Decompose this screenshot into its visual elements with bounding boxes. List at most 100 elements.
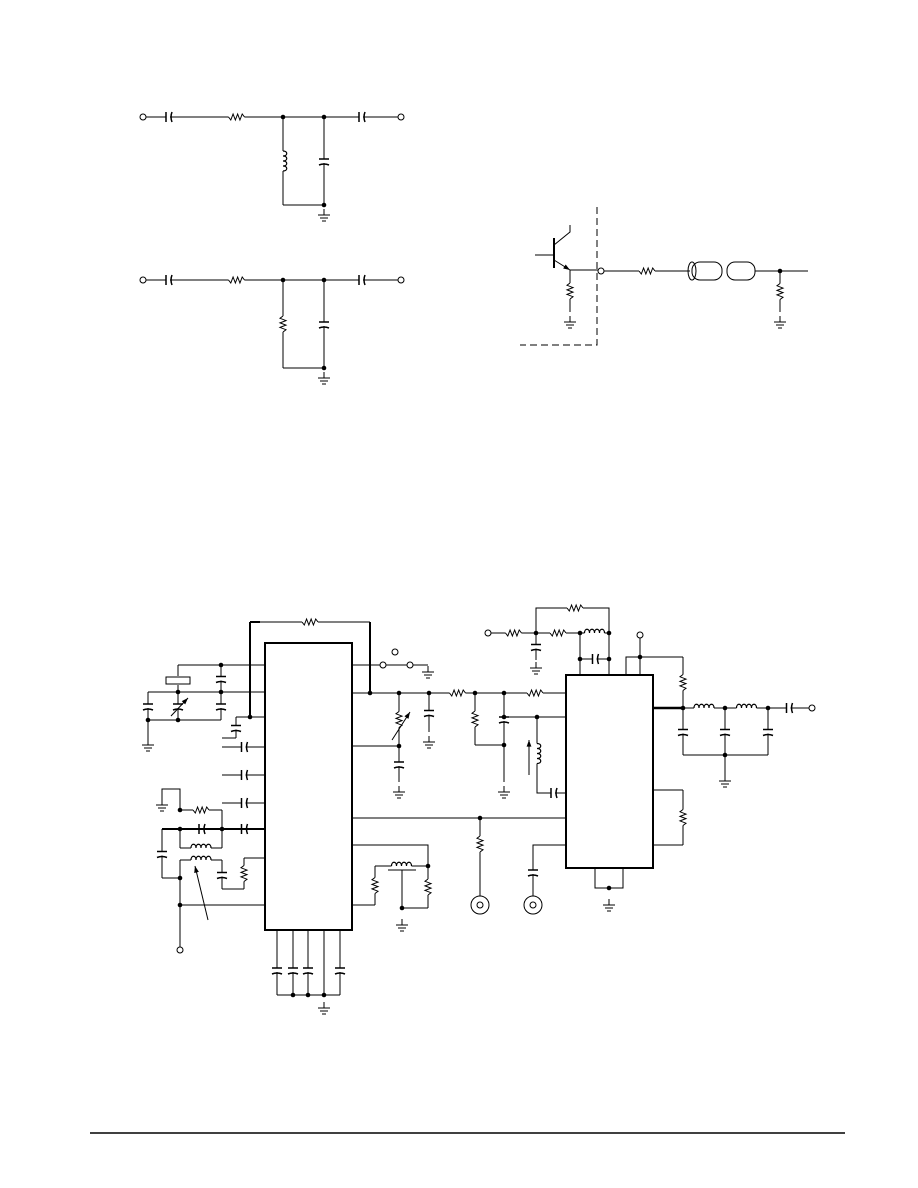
capacitor	[363, 274, 366, 286]
resistor	[678, 674, 688, 691]
capacitor	[527, 874, 539, 877]
resistor	[526, 688, 544, 698]
wire	[535, 607, 560, 633]
resistor	[394, 711, 404, 728]
inductor	[735, 703, 758, 709]
junction-dot	[367, 690, 373, 696]
ground-icon	[318, 1007, 330, 1015]
ic-block-2	[565, 674, 654, 869]
high-pass-filter-inductor-schematic	[139, 111, 405, 222]
coax-connector	[476, 901, 484, 909]
capacitor	[677, 733, 689, 737]
capacitor	[790, 702, 794, 714]
arrow-head	[526, 740, 532, 747]
resistor	[775, 283, 785, 300]
inductor	[390, 861, 413, 867]
arrow-head	[563, 264, 570, 270]
resistor	[566, 603, 584, 613]
capacitor	[230, 729, 242, 733]
terminal	[808, 704, 816, 712]
capacitor	[762, 733, 774, 737]
wire	[532, 844, 566, 860]
junction-dot	[606, 885, 612, 891]
capacitor	[393, 766, 405, 769]
wire	[553, 225, 571, 246]
adjust-arrow	[194, 865, 209, 921]
resistor	[549, 628, 567, 638]
receiver-application-schematic	[142, 603, 816, 1015]
capacitor	[156, 855, 168, 859]
terminal	[379, 661, 387, 669]
ground-icon	[498, 791, 510, 799]
capacitor	[142, 708, 154, 711]
junction-dot	[290, 992, 296, 998]
ground-icon	[396, 924, 408, 932]
terminal	[139, 113, 147, 121]
ground-icon	[423, 741, 435, 749]
terminal	[597, 267, 605, 275]
capacitor	[170, 111, 173, 123]
coax-cable	[691, 261, 723, 281]
ground-icon	[774, 321, 786, 329]
capacitor	[245, 741, 249, 753]
ground-icon	[318, 377, 330, 385]
resistor	[228, 275, 245, 285]
capacitor	[302, 972, 314, 975]
ground-icon	[156, 804, 168, 812]
resistor	[475, 835, 485, 853]
ground-icon	[719, 780, 731, 788]
resistor	[638, 266, 656, 276]
resistor	[370, 877, 380, 894]
capacitor	[363, 111, 366, 123]
terminal	[139, 276, 147, 284]
capacitor	[318, 163, 330, 166]
ground-icon	[318, 214, 330, 222]
capacitor	[216, 876, 228, 880]
ground-icon	[530, 667, 542, 675]
terminal	[397, 113, 405, 121]
wire	[625, 656, 683, 675]
resistor	[301, 617, 319, 627]
high-pass-filter-resistor-schematic	[139, 274, 405, 385]
capacitor	[170, 274, 173, 286]
capacitor	[530, 648, 542, 652]
capacitor	[719, 733, 731, 737]
terminal	[397, 276, 405, 284]
resistor	[449, 688, 466, 698]
crystal	[165, 676, 191, 685]
coax-connector	[529, 901, 537, 909]
inductor	[190, 855, 212, 861]
resistor	[192, 805, 210, 815]
junction-dot	[606, 656, 612, 662]
resistor	[228, 112, 245, 122]
resistor	[278, 315, 288, 333]
resistor	[423, 878, 433, 896]
capacitor	[596, 653, 600, 665]
inductor	[536, 742, 542, 765]
arrow-head	[404, 712, 410, 719]
ground-icon	[393, 791, 405, 799]
ground-icon	[603, 904, 615, 912]
coax-cable	[726, 261, 756, 281]
capacitor	[334, 972, 346, 975]
terminal	[406, 661, 414, 669]
capacitor	[215, 680, 227, 684]
terminal	[176, 946, 184, 954]
wire	[536, 772, 540, 794]
capacitor	[215, 708, 227, 711]
capacitor	[203, 823, 206, 835]
capacitor	[287, 972, 299, 975]
terminal	[484, 629, 492, 637]
capacitor	[271, 972, 283, 975]
arrow-head	[194, 866, 199, 873]
capacitor	[245, 823, 249, 835]
inductor	[693, 703, 715, 709]
inductor	[282, 150, 288, 172]
wire	[594, 868, 624, 889]
junction-dot	[305, 992, 311, 998]
junction-dot	[321, 992, 327, 998]
ground-icon	[422, 671, 434, 679]
junction-dot	[321, 365, 327, 371]
capacitor	[423, 714, 435, 718]
